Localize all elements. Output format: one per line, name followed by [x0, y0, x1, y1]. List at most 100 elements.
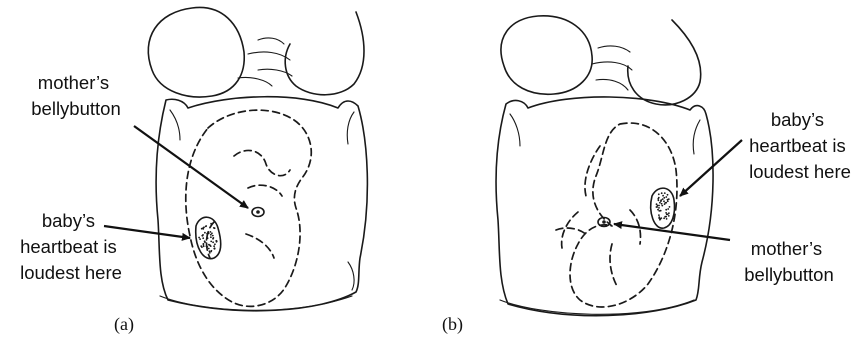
stipple-dot — [212, 235, 214, 237]
stipple-dot — [203, 243, 205, 245]
stipple-dot — [666, 218, 668, 220]
stipple-dot — [198, 237, 200, 239]
stipple-dot — [210, 223, 212, 225]
stipple-dot — [660, 200, 662, 202]
panel-letter-a: (a) — [114, 314, 134, 335]
stipple-dot — [210, 234, 212, 236]
panel-b — [496, 16, 742, 316]
stipple-dot — [202, 237, 204, 239]
stipple-dot — [658, 216, 660, 218]
stipple-dot — [209, 250, 211, 252]
navel-label-a-line-1: mother’s — [38, 72, 109, 93]
panel-a — [104, 7, 367, 310]
stipple-dot — [658, 193, 660, 195]
stipple-dot — [201, 235, 203, 237]
baby-outline — [186, 110, 312, 306]
arrow-heartbeat-b — [680, 140, 742, 196]
stipple-dot — [667, 199, 669, 201]
heartbeat-label-b: baby’s heartbeat is loudest here — [749, 109, 851, 182]
stipple-dot — [216, 240, 218, 242]
stipple-dot — [656, 203, 658, 205]
stipple-dot — [200, 245, 202, 247]
stipple-dot — [667, 213, 669, 215]
stipple-dot — [658, 214, 660, 216]
stipple-dot — [206, 246, 208, 248]
heartbeat-label-a-line-3: loudest here — [20, 262, 122, 283]
stipple-dot — [208, 248, 210, 250]
stipple-dot — [211, 232, 213, 234]
heartbeat-label-b-line-2: heartbeat is — [749, 135, 846, 156]
stipple-dot — [657, 209, 659, 211]
stipple-dot — [667, 208, 669, 210]
stipple-dot — [658, 205, 660, 207]
stipple-dot — [662, 195, 664, 197]
heartbeat-label-a-line-1: baby’s — [42, 210, 95, 231]
stipple-dot — [656, 206, 658, 208]
stipple-dot — [658, 207, 660, 209]
stipple-dot — [658, 197, 660, 199]
stipple-dot — [212, 241, 214, 243]
stipple-dot — [207, 237, 209, 239]
navel-label-b-line-1: mother’s — [751, 238, 822, 259]
stipple-dot — [213, 227, 215, 229]
stipple-dot — [204, 232, 206, 234]
breast-right-outline — [285, 12, 364, 95]
heartbeat-label-a-line-2: heartbeat is — [20, 236, 117, 257]
stipple-dot — [658, 200, 660, 202]
stipple-dot — [661, 192, 663, 194]
stipple-dot — [203, 226, 205, 228]
navel-label-a: mother’s bellybutton — [31, 72, 120, 119]
stipple-dot — [209, 244, 211, 246]
breast-left-outline-b — [501, 16, 592, 94]
stipple-dot — [664, 192, 666, 194]
heartbeat-spot-a — [196, 217, 221, 258]
stipple-dot — [667, 194, 669, 196]
stipple-dot — [658, 210, 660, 212]
stipple-dot — [665, 202, 667, 204]
stipple-dot — [669, 206, 671, 208]
breast-right-outline-b — [628, 20, 701, 105]
stipple-dot — [213, 245, 215, 247]
stipple-dot — [667, 200, 669, 202]
stipple-dot — [210, 241, 212, 243]
stipple-dot — [210, 231, 212, 233]
stipple-dot — [212, 238, 214, 240]
stipple-dot — [204, 240, 206, 242]
heartbeat-spot-b — [651, 188, 675, 228]
stipple-dot — [663, 200, 665, 202]
belly-outline-b — [496, 97, 713, 316]
stipple-dot — [214, 247, 216, 249]
baby-outline-b — [570, 123, 677, 307]
navel-label-a-line-2: bellybutton — [31, 98, 120, 119]
stipple-dot — [205, 226, 207, 228]
stipple-dot — [664, 216, 666, 218]
stipple-dot — [661, 205, 663, 207]
breast-left-outline — [148, 7, 244, 97]
stipple-dot — [211, 250, 213, 252]
navel-a — [252, 208, 264, 217]
navel-label-b-line-2: bellybutton — [744, 264, 833, 285]
heartbeat-label-a: baby’s heartbeat is loudest here — [20, 210, 122, 283]
belly-outline — [156, 97, 367, 311]
stipple-dot — [659, 202, 661, 204]
stipple-dot — [207, 232, 209, 234]
stipple-dot — [662, 198, 664, 200]
navel-label-b: mother’s bellybutton — [744, 238, 833, 285]
stipple-dot — [199, 238, 201, 240]
stipple-dot — [661, 203, 663, 205]
stipple-dot — [209, 252, 211, 254]
panel-letter-b: (b) — [442, 314, 463, 335]
stipple-dot — [663, 217, 665, 219]
stipple-dot — [201, 228, 203, 230]
arrow-navel-a — [134, 126, 248, 208]
stipple-dot — [206, 239, 208, 241]
stipple-dot — [659, 219, 661, 221]
stipple-dot — [665, 196, 667, 198]
stipple-dot — [665, 209, 667, 211]
heartbeat-label-b-line-1: baby’s — [771, 109, 824, 130]
heartbeat-label-b-line-3: loudest here — [749, 161, 851, 182]
stipple-dot — [663, 197, 665, 199]
stipple-dot — [668, 215, 670, 217]
stipple-dot — [210, 236, 212, 238]
